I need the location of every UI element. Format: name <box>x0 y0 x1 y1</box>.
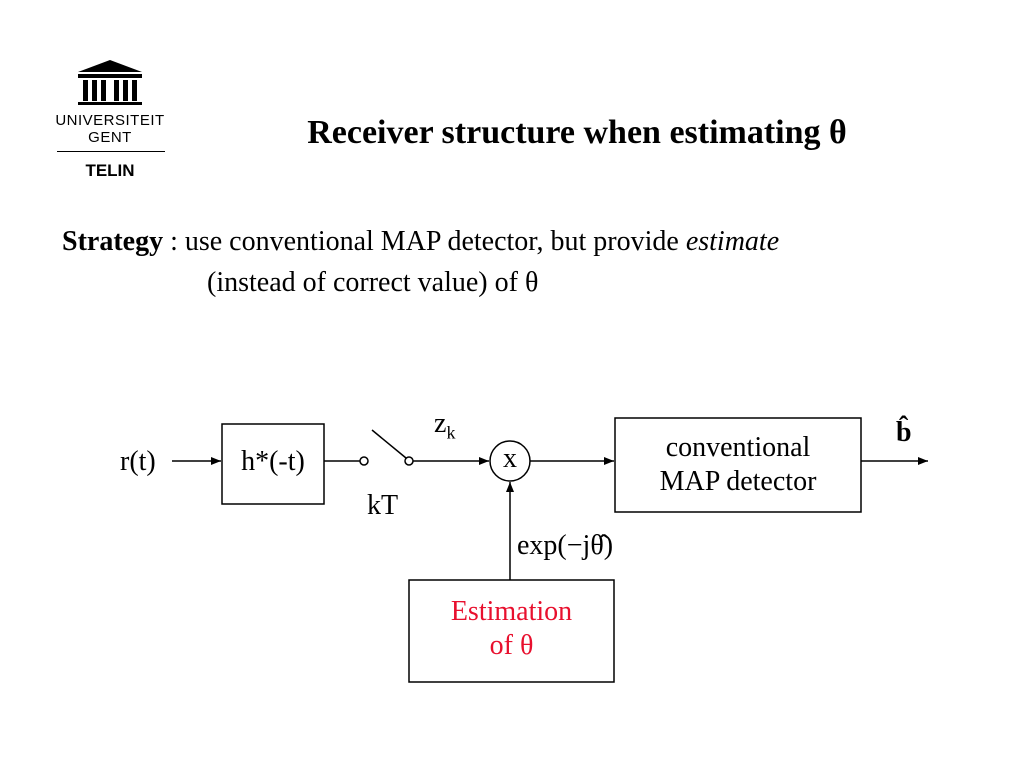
map-detector-box <box>614 417 862 513</box>
strategy-emphasis: estimate <box>685 226 780 257</box>
logo-department-text: TELIN <box>85 161 135 180</box>
logo-divider <box>57 151 165 152</box>
estimation-label: Estimation of θ <box>409 595 614 663</box>
estimation-label-line-1: Estimation <box>450 596 573 627</box>
logo-entablature <box>78 74 142 78</box>
sample-label-base: z <box>434 408 447 439</box>
sampler-contact-left <box>359 456 369 466</box>
estimation-box <box>408 579 615 683</box>
sampler-switch-blade <box>371 429 407 459</box>
logo-pediment <box>78 60 142 72</box>
strategy-line-2: (instead of correct value) of θ <box>207 267 539 298</box>
sample-label-subscript: k <box>446 422 456 443</box>
strategy-label: Strategy <box>62 226 164 257</box>
map-detector-label-line-1: conventional <box>665 432 811 463</box>
university-logo-icon <box>78 60 142 105</box>
map-detector-label: conventional MAP detector <box>615 431 861 499</box>
logo-city-text: GENT <box>88 129 132 146</box>
matched-filter-box <box>221 423 325 505</box>
slide-title: Receiver structure when estimating θ <box>307 114 847 151</box>
detected-symbol-label: b̂ <box>896 417 912 448</box>
logo-university-text: UNIVERSITEIT <box>55 112 165 129</box>
sample-label: zk <box>434 408 455 444</box>
strategy-line-1: Strategy : use conventional MAP detector… <box>62 226 779 258</box>
input-signal-label: r(t) <box>120 446 156 477</box>
multiplier-label: x <box>503 443 517 474</box>
sampler-contact-right <box>404 456 414 466</box>
phasor-label: exp(−jθ̂) <box>517 530 614 561</box>
matched-filter-label: h*(-t) <box>241 446 305 477</box>
sampling-time-label: kT <box>367 490 399 521</box>
estimation-label-line-2: of θ <box>489 630 534 661</box>
map-detector-label-line-2: MAP detector <box>659 466 817 497</box>
strategy-text: : use conventional MAP detector, but pro… <box>163 226 686 257</box>
logo-columns <box>83 80 137 101</box>
logo-base <box>78 102 142 105</box>
